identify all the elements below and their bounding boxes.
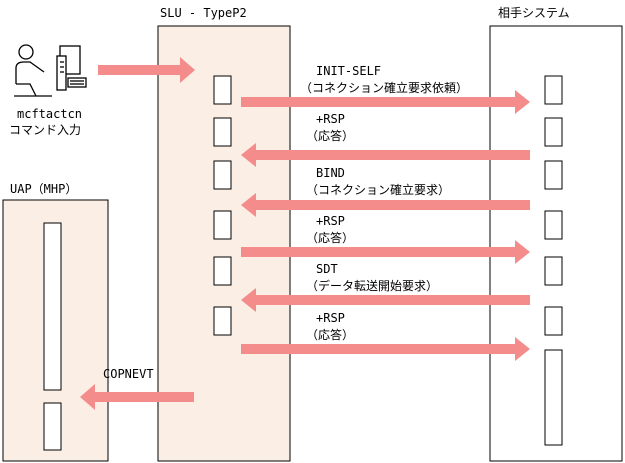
- command-name: mcftactcn: [17, 107, 82, 121]
- message-label: +RSP: [316, 112, 345, 126]
- partner-box: [544, 210, 563, 240]
- message-label: （応答）: [306, 128, 354, 143]
- uap-title: UAP（MHP）: [10, 182, 77, 196]
- message-label: （応答）: [306, 327, 354, 342]
- partner-box: [544, 117, 563, 147]
- partner-title: 相手システム: [498, 6, 570, 20]
- slu-activation-boxes: [213, 75, 232, 336]
- message-label: +RSP: [316, 311, 345, 325]
- slu-box: [213, 306, 232, 336]
- partner-box: [544, 306, 563, 336]
- event-arrow-copnevt: [80, 384, 194, 410]
- slu-box: [213, 256, 232, 286]
- command-caption: コマンド入力: [9, 123, 81, 137]
- message-label: SDT: [316, 262, 338, 276]
- message-arrow-bind: [241, 193, 530, 217]
- slu-title: SLU - TypeP2: [160, 6, 247, 20]
- partner-activation-boxes: [544, 75, 563, 446]
- partner-box: [544, 160, 563, 190]
- uap-activation-boxes: [43, 222, 62, 451]
- slu-box: [213, 160, 232, 190]
- slu-box: [213, 210, 232, 240]
- message-label: （コネクション確立要求依頼）: [300, 80, 468, 95]
- slu-box: [213, 75, 232, 105]
- message-label: BIND: [316, 166, 345, 180]
- message-label: +RSP: [316, 214, 345, 228]
- message-arrow-rsp-3: [241, 337, 530, 361]
- operator-workstation-icon: [14, 44, 87, 97]
- uap-box: [43, 222, 62, 391]
- message-arrow-init-self: [241, 90, 530, 114]
- command-input-arrow: [98, 57, 195, 83]
- message-label: INIT-SELF: [316, 64, 381, 78]
- partner-box: [544, 349, 563, 446]
- event-label: COPNEVT: [103, 367, 154, 381]
- slu-box: [213, 117, 232, 147]
- message-label: （データ転送開始要求）: [306, 278, 438, 293]
- message-arrow-rsp-1: [241, 143, 530, 167]
- message-label: （応答）: [306, 230, 354, 245]
- partner-box: [544, 256, 563, 286]
- partner-box: [544, 75, 563, 105]
- message-arrow-sdt: [241, 288, 530, 312]
- message-label: （コネクション確立要求）: [306, 182, 450, 197]
- message-arrow-rsp-2: [241, 240, 530, 264]
- uap-box: [43, 402, 62, 451]
